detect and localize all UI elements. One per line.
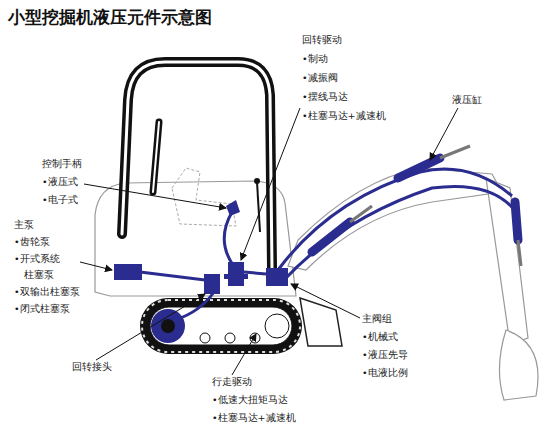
callout-label: 行走驱动 (212, 376, 252, 388)
hydraulic-hose (175, 292, 214, 320)
dozer-blade (300, 298, 342, 346)
leader-line (84, 184, 226, 208)
boom-cylinder (312, 222, 350, 252)
track-pads (142, 300, 300, 352)
callout-label: •液压式 (42, 176, 78, 188)
callout-label: •摆线马达 (302, 91, 348, 103)
idler (265, 314, 289, 338)
lever-knob (254, 178, 260, 184)
callout-label: 柱塞泵 (24, 269, 54, 281)
leader-line (430, 108, 458, 160)
callout-label: •开式系统 (14, 253, 60, 265)
control-lever (226, 200, 240, 216)
cylinder-rod (440, 146, 470, 158)
cylinder-rod (350, 206, 372, 222)
callout-label: •电液比例 (362, 367, 408, 379)
callout-label: •低速大扭矩马达 (212, 394, 288, 406)
arm-cylinder (398, 158, 440, 178)
hydraulic-hose (244, 272, 266, 274)
track-outer (140, 298, 302, 354)
swing-motor-flange (224, 274, 248, 279)
rops-post-inner (153, 122, 159, 192)
hydraulic-hose (140, 272, 205, 280)
lever-stick (257, 182, 260, 232)
leader-line (80, 262, 112, 270)
boom-outline (288, 168, 502, 270)
callout-label: •柱塞马达+减速机 (302, 110, 386, 122)
callout-label: •双输出柱塞泵 (14, 286, 80, 298)
sprocket (151, 309, 185, 343)
roller (225, 333, 235, 343)
roller (200, 333, 210, 343)
bucket-outline (499, 330, 538, 400)
main-valve (266, 268, 288, 286)
diagram-title: 小型挖掘机液压元件示意图 (8, 6, 212, 29)
cylinder-rod (518, 240, 521, 266)
hydraulic-hose (278, 169, 512, 270)
track-inner (150, 307, 292, 345)
callout-label: 回转驱动 (302, 34, 342, 46)
callout-label: 回转接头 (72, 361, 112, 373)
leader-line (96, 294, 205, 360)
callout-label: •制动 (302, 53, 328, 65)
hydraulic-hose (284, 186, 516, 280)
callout-label: 主泵 (14, 219, 34, 231)
bucket-cylinder (515, 202, 518, 240)
leader-line (291, 284, 360, 318)
callout-label: •柱塞马达+减速机 (212, 412, 296, 424)
sprocket-hub (161, 319, 175, 333)
callout-label: •闭式柱塞泵 (14, 303, 70, 315)
main-pump (114, 264, 142, 280)
callout-label: 控制手柄 (42, 158, 82, 170)
callout-label: 主阀组 (362, 313, 392, 325)
callout-label: •液压先导 (362, 349, 408, 361)
callout-label: •齿轮泵 (14, 236, 50, 248)
callout-label: 液压缸 (452, 94, 482, 106)
rops-post (153, 122, 159, 192)
leader-line (232, 334, 256, 375)
callout-label: •机械式 (362, 331, 398, 343)
callout-label: •减振阀 (302, 72, 338, 84)
seat-outline (172, 168, 236, 226)
callout-label: •电子式 (42, 194, 78, 206)
rotary-joint (204, 274, 220, 294)
hydraulic-hose (224, 212, 233, 265)
leader-line (241, 108, 300, 260)
